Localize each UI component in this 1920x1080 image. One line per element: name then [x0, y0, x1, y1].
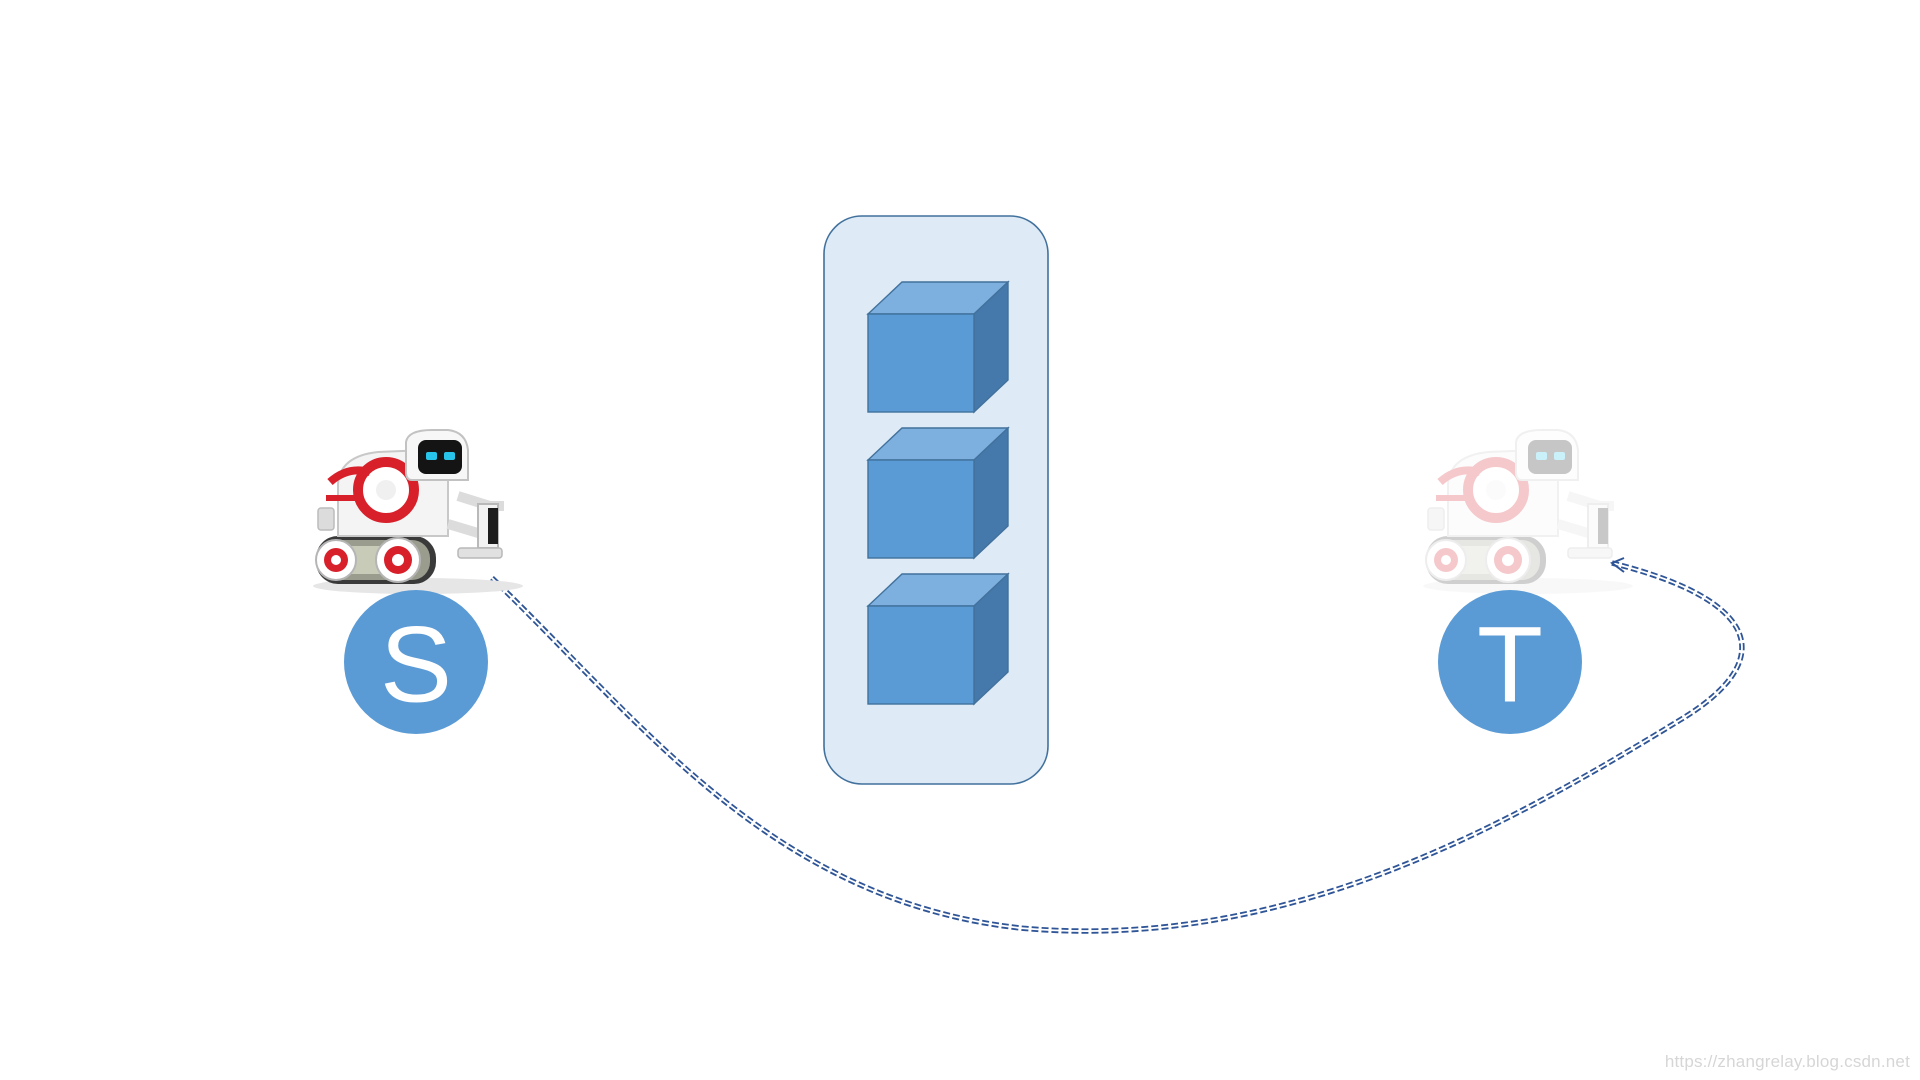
obstacle-cube: [866, 572, 1010, 706]
start-node-label: S: [380, 604, 452, 725]
path-curve: [490, 557, 1745, 934]
obstacle-cube: [866, 280, 1010, 414]
target-node: T: [1438, 590, 1582, 734]
obstacle-stack: [823, 215, 1049, 785]
obstacle-cube: [866, 426, 1010, 560]
watermark: https://zhangrelay.blog.csdn.net: [1664, 1052, 1910, 1071]
path-arrowhead: [1610, 557, 1625, 573]
target-node-label: T: [1477, 604, 1543, 725]
start-robot: [313, 430, 523, 594]
start-node: S: [344, 590, 488, 734]
target-robot: [1423, 430, 1633, 594]
